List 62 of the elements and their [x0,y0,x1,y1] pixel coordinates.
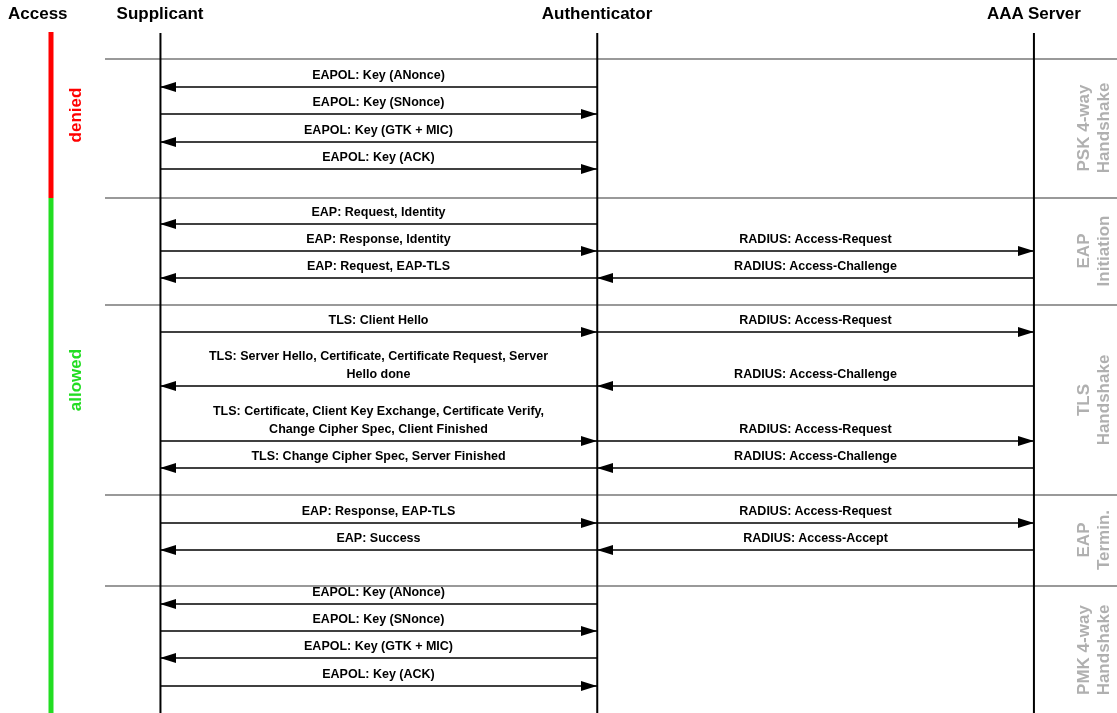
message-arrow [596,463,1035,473]
message-arrow [159,137,598,147]
phase-label: PSK 4-way Handshake [1074,81,1114,176]
message-label: RADIUS: Access-Challenge [733,258,898,275]
message-arrow [159,82,598,92]
message-arrow [159,626,598,636]
message-label: EAP: Response, EAP-TLS [300,503,457,520]
message-arrow [596,436,1035,446]
message-label: RADIUS: Access-Request [738,231,893,248]
participant-label: Supplicant [116,4,204,24]
message-arrow [159,463,598,473]
message-arrow [159,681,598,691]
message-arrow [159,273,598,283]
message-arrow [596,273,1035,283]
message-arrow [159,653,598,663]
message-arrow [596,246,1035,256]
message-arrow [159,327,598,337]
phase-label: EAP Initiation [1074,214,1114,289]
access-state-label: allowed [66,347,86,414]
phase-label: EAP Termin. [1074,508,1114,573]
message-arrow [159,518,598,528]
phase-label: PMK 4-way Handshake [1074,603,1114,698]
message-label: EAPOL: Key (ANonce) [311,67,446,84]
message-arrow [159,599,598,609]
access-state-label: denied [66,86,86,145]
message-arrow [596,381,1035,391]
message-label: EAP: Success [335,530,422,547]
message-label: EAPOL: Key (SNonce) [311,94,446,111]
message-arrow [159,436,598,446]
message-arrow [596,545,1035,555]
message-label: TLS: Client Hello [327,312,430,329]
message-label: EAP: Response, Identity [305,231,452,248]
message-label: RADIUS: Access-Request [738,503,893,520]
message-arrow [159,109,598,119]
message-arrow [159,381,598,391]
message-label: EAPOL: Key (SNonce) [311,611,446,628]
message-label: EAPOL: Key (GTK + MIC) [303,638,454,655]
participant-lifeline [116,4,204,713]
phase-label: TLS Handshake [1074,353,1114,448]
message-label: RADIUS: Access-Challenge [733,366,898,383]
message-label: EAP: Request, EAP-TLS [305,258,452,275]
message-label: RADIUS: Access-Challenge [733,448,898,465]
message-arrow [159,545,598,555]
message-arrow [159,164,598,174]
message-label: EAPOL: Key (ANonce) [311,584,446,601]
message-label: EAPOL: Key (ACK) [321,149,436,166]
message-label: TLS: Server Hello, Certificate, Certificate Request, Server Hello done [208,348,549,383]
message-label: RADIUS: Access-Accept [742,530,889,547]
message-arrow [159,219,598,229]
message-label: EAPOL: Key (GTK + MIC) [303,122,454,139]
participant-label: AAA Server [987,4,1081,24]
message-arrow [159,246,598,256]
message-label: EAP: Request, Identity [310,204,447,221]
participant-label: Authenticator [541,4,653,24]
message-label: RADIUS: Access-Request [738,421,893,438]
message-arrow [596,327,1035,337]
message-label: TLS: Change Cipher Spec, Server Finished [250,448,507,465]
column-heading: Access [8,4,68,24]
message-arrow [596,518,1035,528]
message-label: TLS: Certificate, Client Key Exchange, Certificate Verify, Change Cipher Spec, Client Finished [211,403,546,438]
message-label: EAPOL: Key (ACK) [321,666,436,683]
message-label: RADIUS: Access-Request [738,312,893,329]
